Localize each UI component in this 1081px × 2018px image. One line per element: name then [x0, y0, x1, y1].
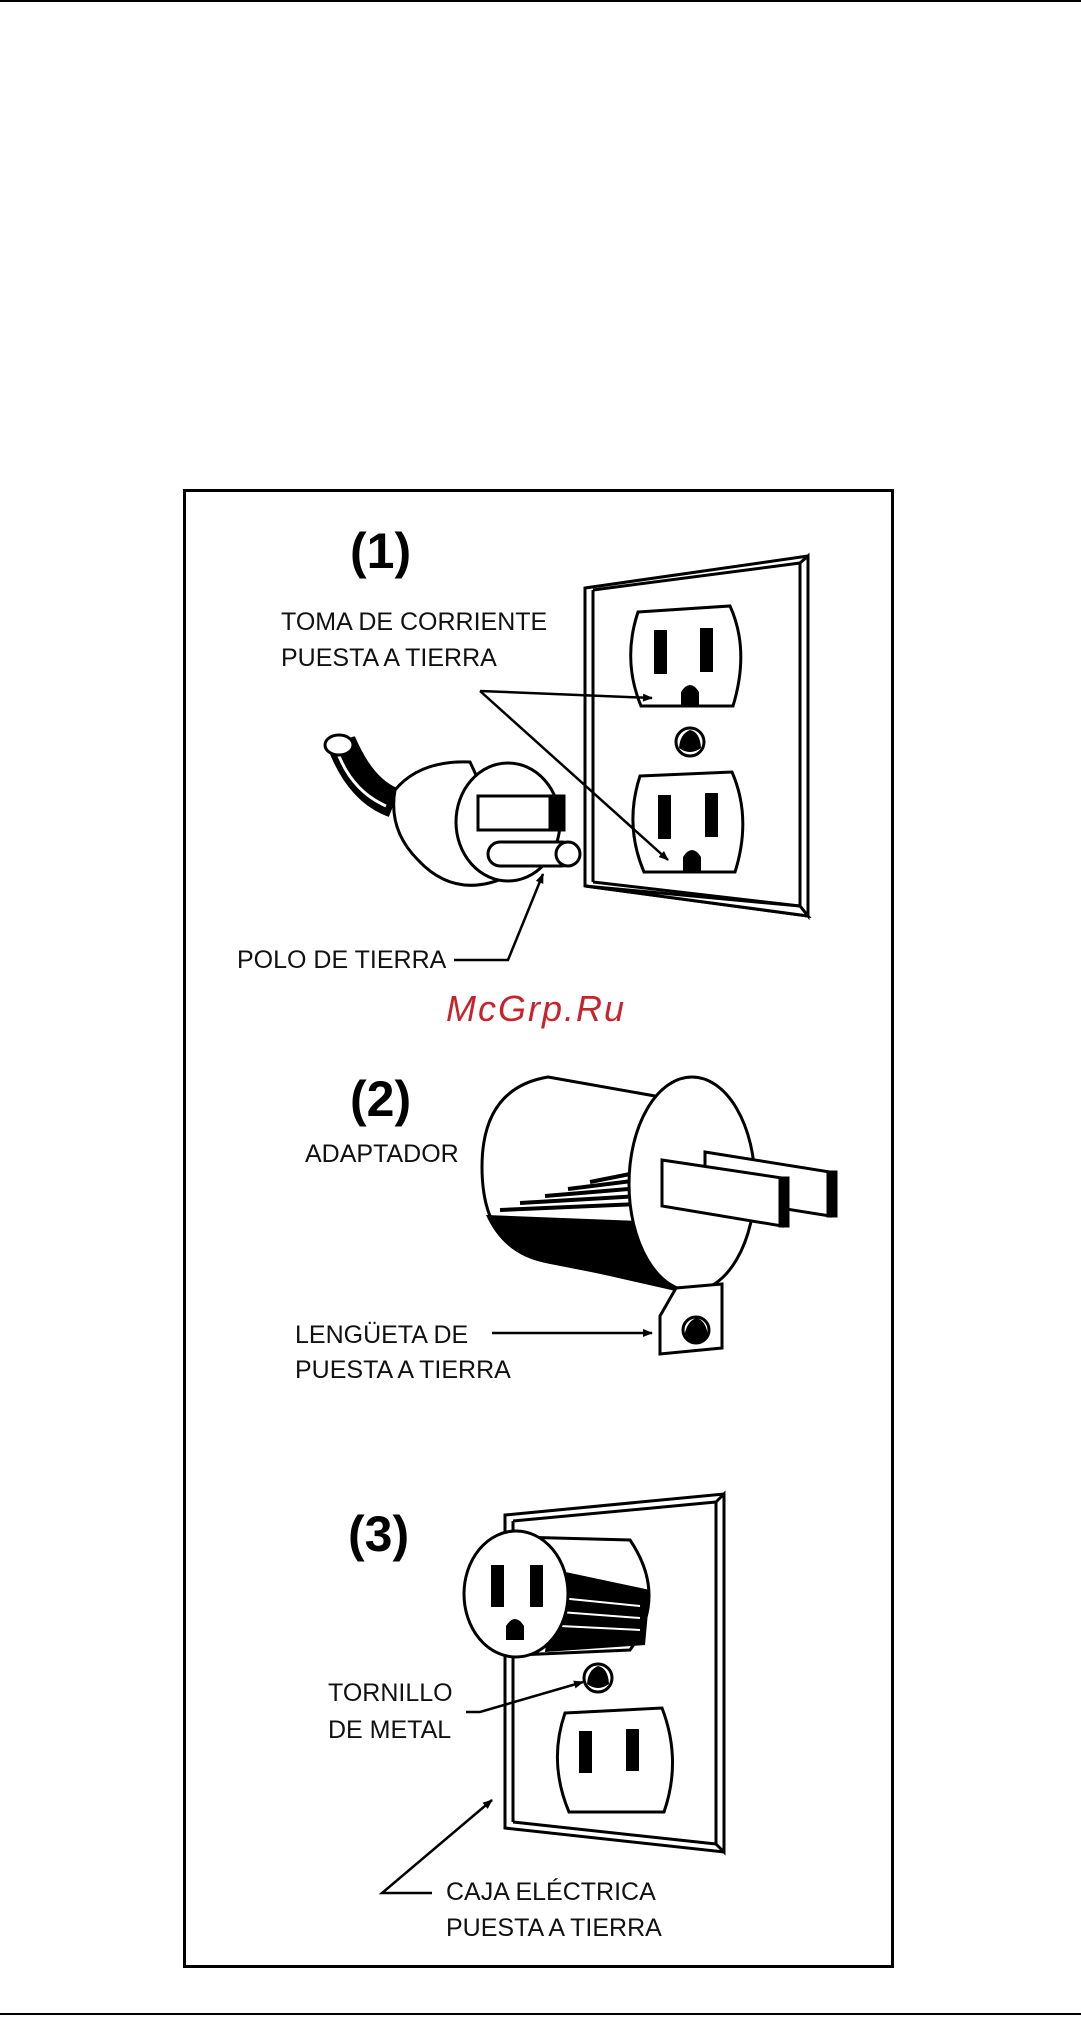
screw-label-line2: DE METAL	[328, 1712, 451, 1748]
box-label-line1: CAJA ELÉCTRICA	[446, 1874, 656, 1910]
figure-1-number: (1)	[350, 523, 411, 579]
ground-pin-label: POLO DE TIERRA	[237, 942, 446, 978]
grounded-outlet-illustration	[585, 556, 808, 916]
outlet-label-line1: TOMA DE CORRIENTE	[281, 604, 547, 640]
outlet-label-line2: PUESTA A TIERRA	[281, 640, 497, 676]
screw-label-line1: TORNILLO	[328, 1675, 453, 1711]
cord-end	[325, 735, 353, 755]
plug-blade-top	[478, 796, 556, 830]
lower-receptacle-slot-right	[705, 793, 718, 837]
box-label-line2: PUESTA A TIERRA	[446, 1910, 662, 1946]
upper-receptacle-slot-left	[654, 630, 667, 674]
figure-2-number: (2)	[350, 1071, 411, 1127]
adapter-label: ADAPTADOR	[305, 1136, 459, 1172]
lower-receptacle-fig3	[557, 1708, 672, 1812]
figure-3-number: (3)	[348, 1506, 409, 1562]
ground-tab-label-line2: PUESTA A TIERRA	[295, 1352, 511, 1388]
upper-receptacle-slot-right	[700, 628, 713, 672]
ground-pin-leader	[454, 874, 543, 960]
grounded-box-illustration	[464, 1494, 724, 1852]
grounded-plug-illustration	[325, 735, 580, 885]
lower-receptacle-slot-left	[658, 795, 671, 839]
ground-tab-label-line1: LENGÜETA DE	[295, 1317, 468, 1353]
adapter-illustration	[482, 1077, 836, 1354]
watermark: McGrp.Ru	[446, 988, 626, 1030]
